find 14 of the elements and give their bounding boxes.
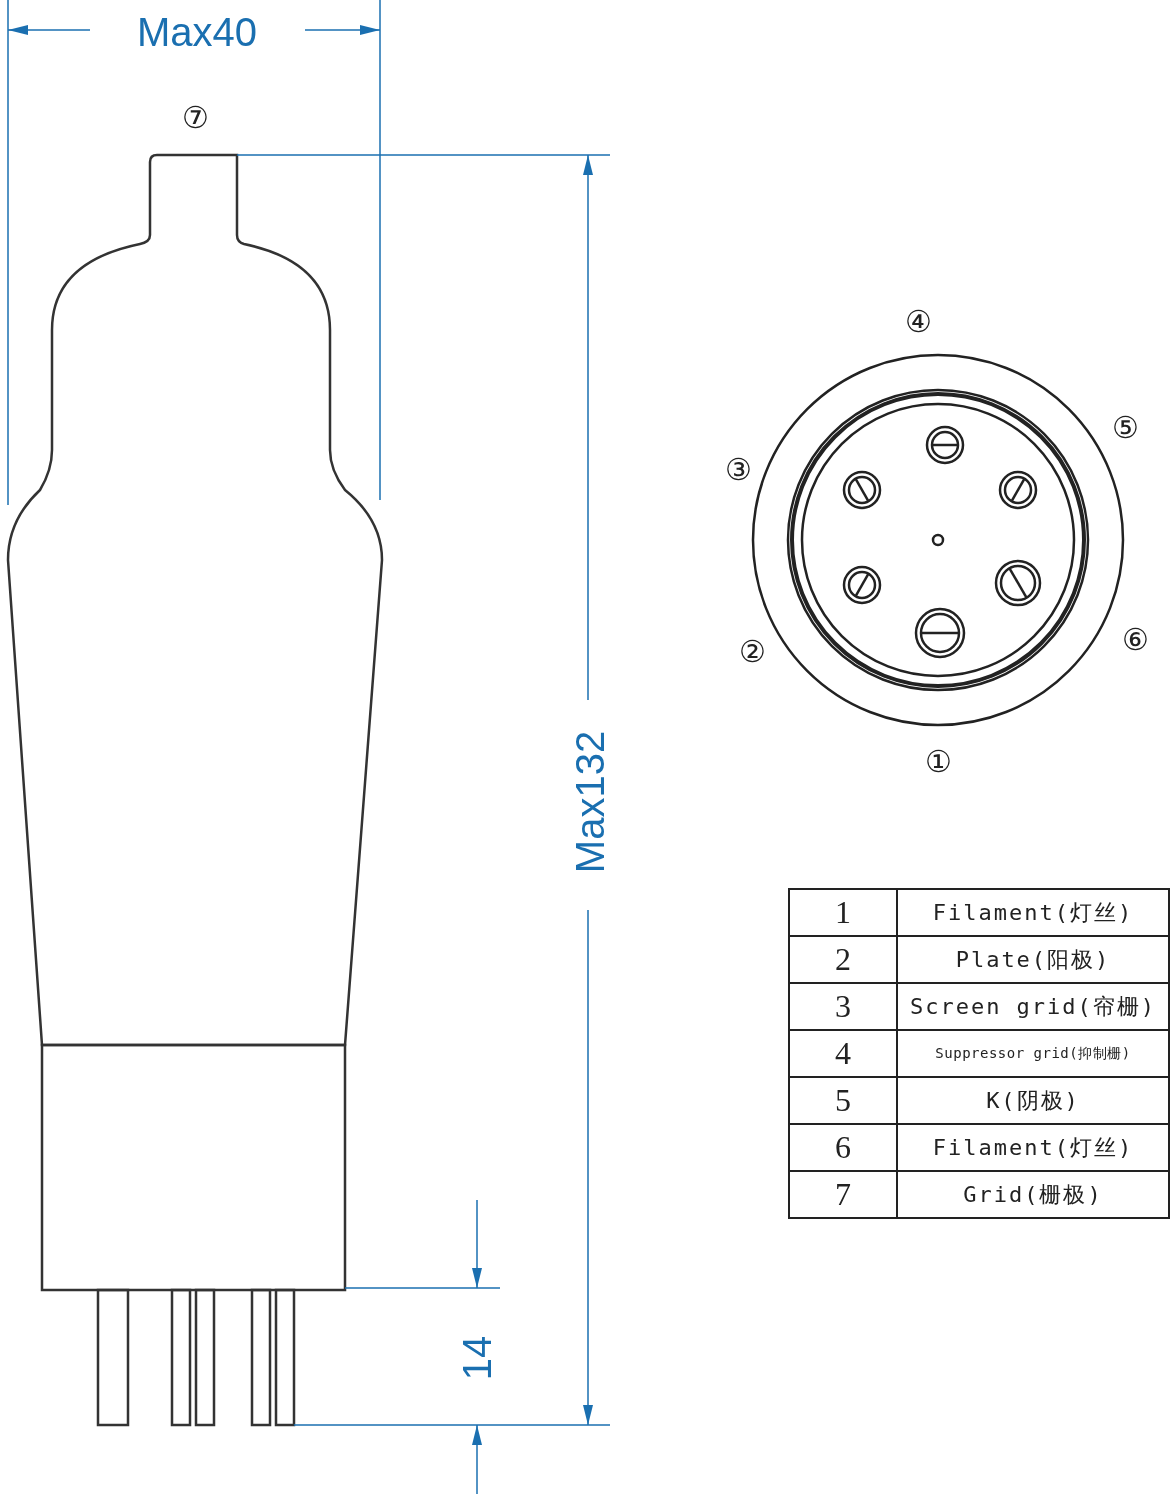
pin-number: ①	[924, 747, 952, 777]
pin-number: ③	[724, 455, 752, 485]
pin-number: ⑤	[1111, 413, 1139, 443]
dimension-label: Max132	[570, 730, 611, 874]
pin-number: ⑥	[1121, 625, 1149, 655]
pin-number: ⑦	[181, 103, 209, 133]
pin-number: ④	[904, 307, 932, 337]
table-cell: 1	[788, 888, 898, 937]
dimension-label: Max40	[137, 12, 258, 52]
pin-number: ②	[738, 637, 766, 667]
dimension-label: 14	[456, 1335, 497, 1381]
table-cell: Grid(栅极)	[896, 1170, 1170, 1219]
table-cell: 7	[788, 1170, 898, 1219]
table-cell: Filament(灯丝)	[896, 888, 1170, 937]
